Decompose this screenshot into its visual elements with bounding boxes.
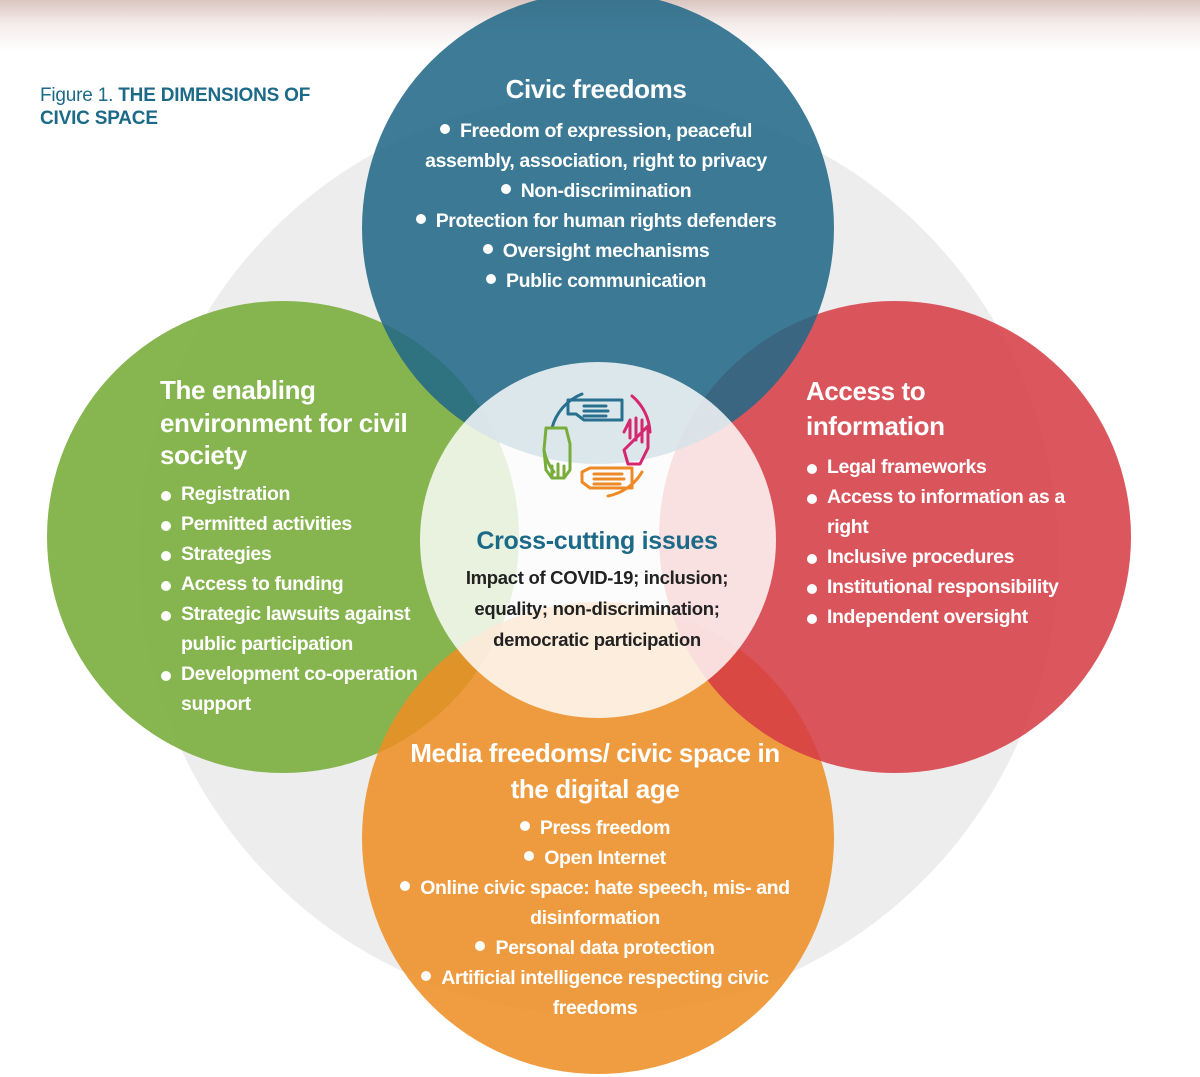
bullet-icon bbox=[524, 851, 535, 861]
list-item: Online civic space: hate speech, mis- an… bbox=[400, 873, 790, 933]
list-item: Artificial intelligence respecting civic… bbox=[400, 963, 790, 1023]
list-item: Open Internet bbox=[400, 843, 790, 873]
list-item: Personal data protection bbox=[400, 933, 790, 963]
list-item: Development co-operation support bbox=[160, 659, 450, 719]
access-to-information-circle bbox=[659, 301, 1131, 773]
enabling-environment-list: Registration Permitted activities Strate… bbox=[160, 479, 450, 719]
media-freedoms-circle bbox=[362, 602, 834, 1074]
civic-freedoms-content: Civic freedoms Freedom of expression, pe… bbox=[410, 72, 782, 296]
figure-caption-prefix: Figure 1. bbox=[40, 85, 119, 106]
list-item: Strategic lawsuits against public partic… bbox=[160, 599, 450, 659]
list-item-text: Personal data protection bbox=[495, 937, 715, 959]
cross-cutting-circle bbox=[420, 362, 776, 718]
list-item-text: Freedom of expression, peaceful assembly… bbox=[425, 120, 767, 172]
four-hands-icon bbox=[542, 392, 652, 498]
bullet-icon bbox=[482, 244, 493, 254]
cross-cutting-title: Cross-cutting issues bbox=[476, 527, 718, 555]
list-item-text: Protection for human rights defenders bbox=[435, 210, 777, 232]
list-item: Protection for human rights defenders bbox=[410, 206, 782, 236]
access-to-information-title: Access to information bbox=[806, 376, 945, 441]
list-item: Non-discrimination bbox=[410, 176, 782, 206]
media-freedoms-content: Media freedoms/ civic space in the digit… bbox=[400, 735, 790, 1023]
list-item-text: Public communication bbox=[505, 270, 707, 292]
list-item: Strategies bbox=[160, 539, 450, 569]
enabling-environment-circle bbox=[47, 301, 519, 773]
list-item: Legal frameworks bbox=[806, 452, 1066, 482]
list-item: Institutional responsibility bbox=[806, 572, 1066, 602]
civic-freedoms-list: Freedom of expression, peaceful assembly… bbox=[410, 116, 782, 296]
bullet-icon bbox=[485, 274, 496, 284]
list-item: Public communication bbox=[410, 266, 782, 296]
list-item: Independent oversight bbox=[806, 602, 1066, 632]
list-item: Oversight mechanisms bbox=[410, 236, 782, 266]
list-item: Permitted activities bbox=[160, 509, 450, 539]
figure-caption-title: THE DIMENSIONS OF CIVIC SPACE bbox=[40, 85, 311, 129]
list-item: Access to funding bbox=[160, 569, 450, 599]
list-item: Freedom of expression, peaceful assembly… bbox=[410, 116, 782, 176]
cross-cutting-body: Impact of COVID-19; inclusion; equality;… bbox=[465, 567, 729, 650]
access-to-information-content: Access to information Legal frameworks A… bbox=[806, 374, 1066, 632]
access-to-information-list: Legal frameworks Access to information a… bbox=[806, 452, 1066, 632]
list-item: Registration bbox=[160, 479, 450, 509]
bullet-icon bbox=[500, 184, 511, 194]
list-item: Access to information as a right bbox=[806, 482, 1066, 542]
enabling-environment-content: The enabling environment for civil socie… bbox=[160, 374, 450, 719]
bullet-icon bbox=[415, 214, 426, 224]
figure-caption: Figure 1. THE DIMENSIONS OF CIVIC SPACE bbox=[40, 84, 330, 130]
media-freedoms-list: Press freedom Open Internet Online civic… bbox=[400, 813, 790, 1023]
bullet-icon bbox=[475, 941, 486, 951]
list-item-text: Online civic space: hate speech, mis- an… bbox=[420, 877, 790, 929]
list-item-text: Open Internet bbox=[544, 847, 666, 869]
list-item-text: Artificial intelligence respecting civic… bbox=[441, 967, 769, 1019]
list-item-text: Oversight mechanisms bbox=[502, 240, 710, 262]
list-item-text: Press freedom bbox=[539, 817, 671, 839]
list-item: Inclusive procedures bbox=[806, 542, 1066, 572]
bullet-icon bbox=[439, 124, 450, 134]
list-item-text: Non-discrimination bbox=[520, 180, 692, 202]
enabling-environment-title: The enabling environment for civil socie… bbox=[160, 375, 408, 470]
bullet-icon bbox=[421, 971, 432, 981]
bullet-icon bbox=[519, 821, 530, 831]
cross-cutting-content: Cross-cutting issues Impact of COVID-19;… bbox=[462, 522, 732, 655]
civic-freedoms-circle bbox=[362, 0, 834, 464]
civic-freedoms-title: Civic freedoms bbox=[505, 74, 687, 104]
media-freedoms-title: Media freedoms/ civic space in the digit… bbox=[410, 738, 780, 804]
bullet-icon bbox=[400, 881, 411, 891]
list-item: Press freedom bbox=[400, 813, 790, 843]
